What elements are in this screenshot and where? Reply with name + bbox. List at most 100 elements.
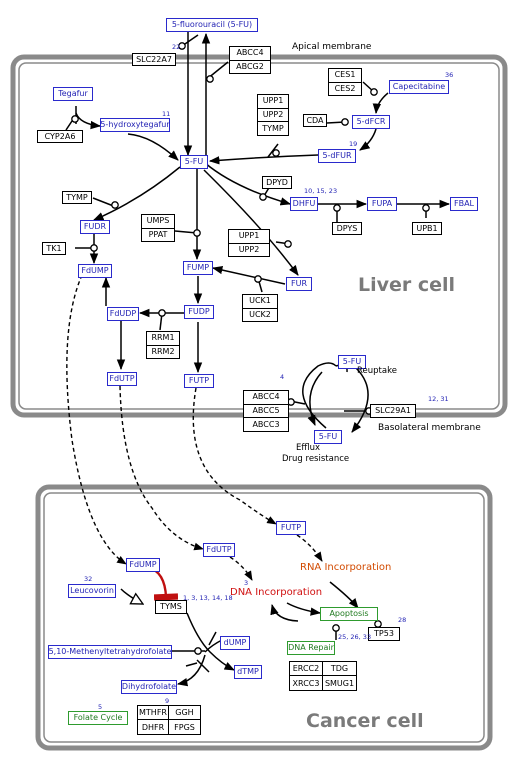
node-methenyltetrahydrofolate[interactable]: 5,10-Methenyltetrahydrofolate bbox=[48, 645, 172, 659]
apical-membrane-label: Apical membrane bbox=[292, 42, 372, 52]
node-futp[interactable]: FUTP bbox=[184, 374, 214, 388]
gene-abcg2: ABCG2 bbox=[230, 59, 270, 74]
drug-resistance-label: Drug resistance bbox=[282, 454, 350, 464]
node-dtmp[interactable]: dTMP bbox=[234, 665, 262, 679]
node-cancer-fdump[interactable]: FdUMP bbox=[126, 558, 160, 572]
node-dpyd[interactable]: DPYD bbox=[262, 176, 292, 189]
liver-cell-label: Liver cell bbox=[358, 274, 456, 296]
gene-mthfr: MTHFR bbox=[138, 706, 169, 720]
node-folate-cycle[interactable]: Folate Cycle bbox=[68, 711, 128, 725]
node-upp1-upp2-b[interactable]: UPP1 UPP2 bbox=[228, 229, 270, 257]
node-upb1[interactable]: UPB1 bbox=[412, 222, 442, 235]
gene-rrm2: RRM2 bbox=[147, 344, 179, 359]
node-dpys[interactable]: DPYS bbox=[332, 222, 362, 235]
ref-dna-repair: 25, 26, 33 bbox=[338, 633, 372, 641]
ref-slc22a7: 22 bbox=[172, 43, 181, 51]
node-capecitabine[interactable]: Capecitabine bbox=[389, 80, 449, 94]
reuptake-label: Reuptake bbox=[357, 366, 397, 376]
node-5-fluorouracil[interactable]: 5-fluorouracil (5-FU) bbox=[166, 18, 258, 32]
node-slc22a7[interactable]: SLC22A7 bbox=[132, 53, 176, 66]
gene-abcc4: ABCC4 bbox=[236, 48, 264, 58]
node-fump[interactable]: FUMP bbox=[183, 261, 213, 275]
ref-tp53: 28 bbox=[398, 616, 407, 624]
gene-upp2-b: UPP2 bbox=[229, 242, 269, 257]
node-fudr[interactable]: FUDR bbox=[80, 220, 110, 234]
node-dhfu[interactable]: DHFU bbox=[290, 197, 318, 211]
node-leucovorin[interactable]: Leucovorin bbox=[68, 584, 116, 598]
node-fdump[interactable]: FdUMP bbox=[78, 264, 112, 278]
rna-incorporation-label: RNA Incorporation bbox=[300, 562, 392, 573]
node-cancer-fdutp[interactable]: FdUTP bbox=[203, 543, 235, 557]
node-uck1-uck2[interactable]: UCK1 UCK2 bbox=[242, 294, 278, 322]
ref-dna-incorporation: 3 bbox=[244, 579, 249, 587]
node-ces1-ces2[interactable]: CES1 CES2 bbox=[328, 68, 362, 96]
node-rrm1-rrm2[interactable]: RRM1 RRM2 bbox=[146, 331, 180, 359]
gene-umps: UMPS bbox=[146, 216, 170, 226]
node-dihydrofolate[interactable]: Dihydrofolate bbox=[121, 680, 177, 694]
node-5-dfur[interactable]: 5-dFUR bbox=[318, 149, 356, 163]
ref-abcc: 4 bbox=[280, 373, 285, 381]
node-dump[interactable]: dUMP bbox=[220, 636, 250, 650]
gene-abcc4-b: ABCC4 bbox=[252, 392, 280, 402]
ref-tyms: 1, 3, 13, 14, 18 bbox=[183, 594, 233, 602]
ref-leucovorin: 32 bbox=[84, 575, 93, 583]
basolateral-membrane-label: Basolateral membrane bbox=[378, 423, 481, 433]
ref-dfur: 19 bbox=[349, 140, 358, 148]
node-slc29a1[interactable]: SLC29A1 bbox=[370, 404, 416, 418]
node-abcc-transporters[interactable]: ABCC4 ABCC5 ABCC3 bbox=[243, 390, 289, 432]
node-tegafur[interactable]: Tegafur bbox=[53, 87, 93, 101]
gene-ggh: GGH bbox=[169, 706, 200, 720]
node-umps-ppat[interactable]: UMPS PPAT bbox=[141, 214, 175, 242]
node-dna-repair[interactable]: DNA Repair bbox=[287, 641, 335, 655]
node-fdutp[interactable]: FdUTP bbox=[107, 372, 137, 386]
node-abcc4-abcg2[interactable]: ABCC4 ABCG2 bbox=[229, 46, 271, 74]
gene-abcc3: ABCC3 bbox=[244, 417, 288, 431]
node-5-fu[interactable]: 5-FU bbox=[180, 155, 208, 169]
node-cyp2a6[interactable]: CYP2A6 bbox=[37, 130, 83, 143]
gene-ppat: PPAT bbox=[142, 227, 174, 242]
ref-folate-cycle: 5 bbox=[98, 703, 103, 711]
gene-fpgs: FPGS bbox=[174, 722, 195, 732]
gene-ces2: CES2 bbox=[329, 81, 361, 96]
ref-capecitabine: 36 bbox=[445, 71, 454, 79]
gene-smug1: SMUG1 bbox=[324, 678, 355, 688]
node-fupa[interactable]: FUPA bbox=[367, 197, 397, 211]
ref-mthfr: 9 bbox=[165, 697, 170, 705]
node-tp53[interactable]: TP53 bbox=[368, 627, 400, 641]
node-5-dfcr[interactable]: 5-dFCR bbox=[352, 115, 390, 129]
gene-rrm1: RRM1 bbox=[151, 333, 175, 343]
gene-uck1: UCK1 bbox=[249, 296, 271, 306]
gene-tymp: TYMP bbox=[258, 121, 288, 135]
gene-upp2: UPP2 bbox=[258, 107, 288, 122]
node-tyms[interactable]: TYMS bbox=[155, 600, 187, 614]
node-tk1[interactable]: TK1 bbox=[42, 242, 66, 255]
ref-slc29a1: 12, 31 bbox=[428, 395, 449, 403]
node-upp-tymp[interactable]: UPP1 UPP2 TYMP bbox=[257, 94, 289, 136]
gene-dhfr: DHFR bbox=[138, 720, 169, 734]
gene-tdg: TDG bbox=[323, 662, 356, 676]
node-fbal[interactable]: FBAL bbox=[450, 197, 478, 211]
cancer-cell-label: Cancer cell bbox=[306, 710, 424, 732]
gene-xrcc3: XRCC3 bbox=[290, 676, 323, 690]
node-repair-genes[interactable]: ERCC2 TDG XRCC3 SMUG1 bbox=[289, 661, 357, 691]
gene-upp1-b: UPP1 bbox=[238, 231, 260, 241]
node-fudp[interactable]: FUDP bbox=[184, 305, 214, 319]
node-tymp-b[interactable]: TYMP bbox=[62, 191, 92, 204]
node-5-fu-efflux[interactable]: 5-FU bbox=[314, 430, 342, 444]
node-5-fu-reuptake[interactable]: 5-FU bbox=[338, 355, 366, 369]
ref-hydroxytegafur: 11 bbox=[162, 110, 171, 118]
ref-dhfu: 10, 15, 23 bbox=[304, 187, 338, 195]
node-folate-genes[interactable]: MTHFR GGH DHFR FPGS bbox=[137, 705, 201, 735]
gene-ercc2: ERCC2 bbox=[290, 662, 323, 676]
node-cancer-futp[interactable]: FUTP bbox=[276, 521, 306, 535]
gene-upp1: UPP1 bbox=[262, 96, 284, 106]
gene-uck2: UCK2 bbox=[243, 307, 277, 322]
node-5-hydroxytegafur[interactable]: 5-hydroxytegafur bbox=[100, 118, 170, 132]
node-apoptosis[interactable]: Apoptosis bbox=[320, 607, 378, 621]
gene-abcc5: ABCC5 bbox=[244, 403, 288, 418]
node-fur[interactable]: FUR bbox=[286, 277, 312, 291]
node-fdudp[interactable]: FdUDP bbox=[107, 307, 139, 321]
efflux-label: Efflux bbox=[296, 443, 321, 453]
node-cda[interactable]: CDA bbox=[303, 114, 327, 127]
